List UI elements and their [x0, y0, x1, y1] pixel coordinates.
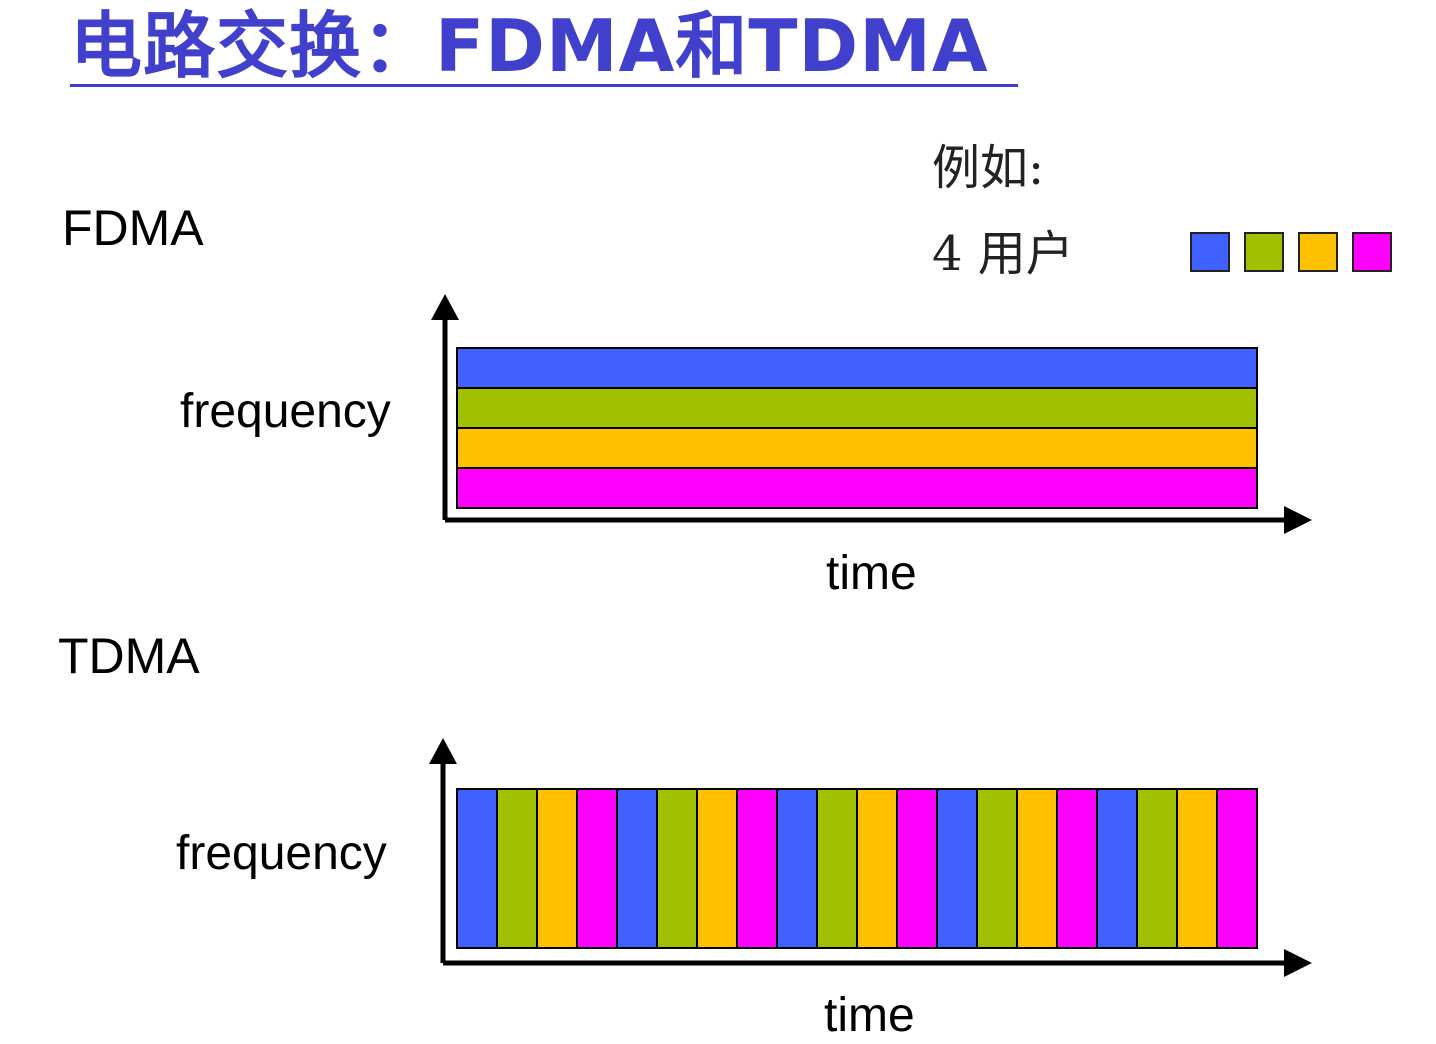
fdma-y-axis-label: frequency — [180, 385, 391, 438]
tdma-slot-user-1 — [1096, 788, 1138, 949]
tdma-slot-user-2 — [816, 788, 858, 949]
user-1-swatch — [1190, 232, 1230, 272]
fdma-x-axis-label: time — [826, 547, 917, 600]
tdma-slot-user-4 — [896, 788, 938, 949]
tdma-slot-user-4 — [1056, 788, 1098, 949]
fdma-x-axis-arrow — [1284, 506, 1312, 534]
user-3-swatch — [1298, 232, 1338, 272]
tdma-slot-user-3 — [856, 788, 898, 949]
page-title: 电路交换：FDMA和TDMA — [70, 4, 989, 88]
tdma-x-axis-label: time — [824, 989, 915, 1042]
user-2-swatch — [1244, 232, 1284, 272]
fdma-band-user-4 — [456, 467, 1258, 509]
users-label: 4 用户 — [932, 226, 1074, 282]
tdma-section-label: TDMA — [58, 628, 200, 684]
fdma-band-user-2 — [456, 387, 1258, 429]
tdma-slot-user-3 — [1016, 788, 1058, 949]
example-label: 例如: — [932, 140, 1045, 196]
tdma-y-axis-arrow — [429, 738, 457, 764]
fdma-section-label: FDMA — [62, 200, 204, 256]
tdma-x-axis-arrow — [1284, 949, 1312, 977]
tdma-slot-user-2 — [1136, 788, 1178, 949]
tdma-slot-user-4 — [736, 788, 778, 949]
tdma-slot-user-3 — [696, 788, 738, 949]
fdma-band-user-3 — [456, 427, 1258, 469]
tdma-slot-user-2 — [496, 788, 538, 949]
tdma-slot-user-3 — [536, 788, 578, 949]
tdma-y-axis-label: frequency — [176, 827, 387, 880]
tdma-slot-user-1 — [616, 788, 658, 949]
fdma-y-axis-arrow — [431, 294, 459, 320]
tdma-slot-user-2 — [656, 788, 698, 949]
tdma-slot-user-4 — [1216, 788, 1258, 949]
user-4-swatch — [1352, 232, 1392, 272]
tdma-slot-user-1 — [456, 788, 498, 949]
tdma-slot-user-4 — [576, 788, 618, 949]
title-underline — [70, 84, 1018, 87]
tdma-slot-user-1 — [936, 788, 978, 949]
tdma-slot-user-2 — [976, 788, 1018, 949]
fdma-band-user-1 — [456, 347, 1258, 389]
tdma-slot-user-1 — [776, 788, 818, 949]
tdma-slot-user-3 — [1176, 788, 1218, 949]
